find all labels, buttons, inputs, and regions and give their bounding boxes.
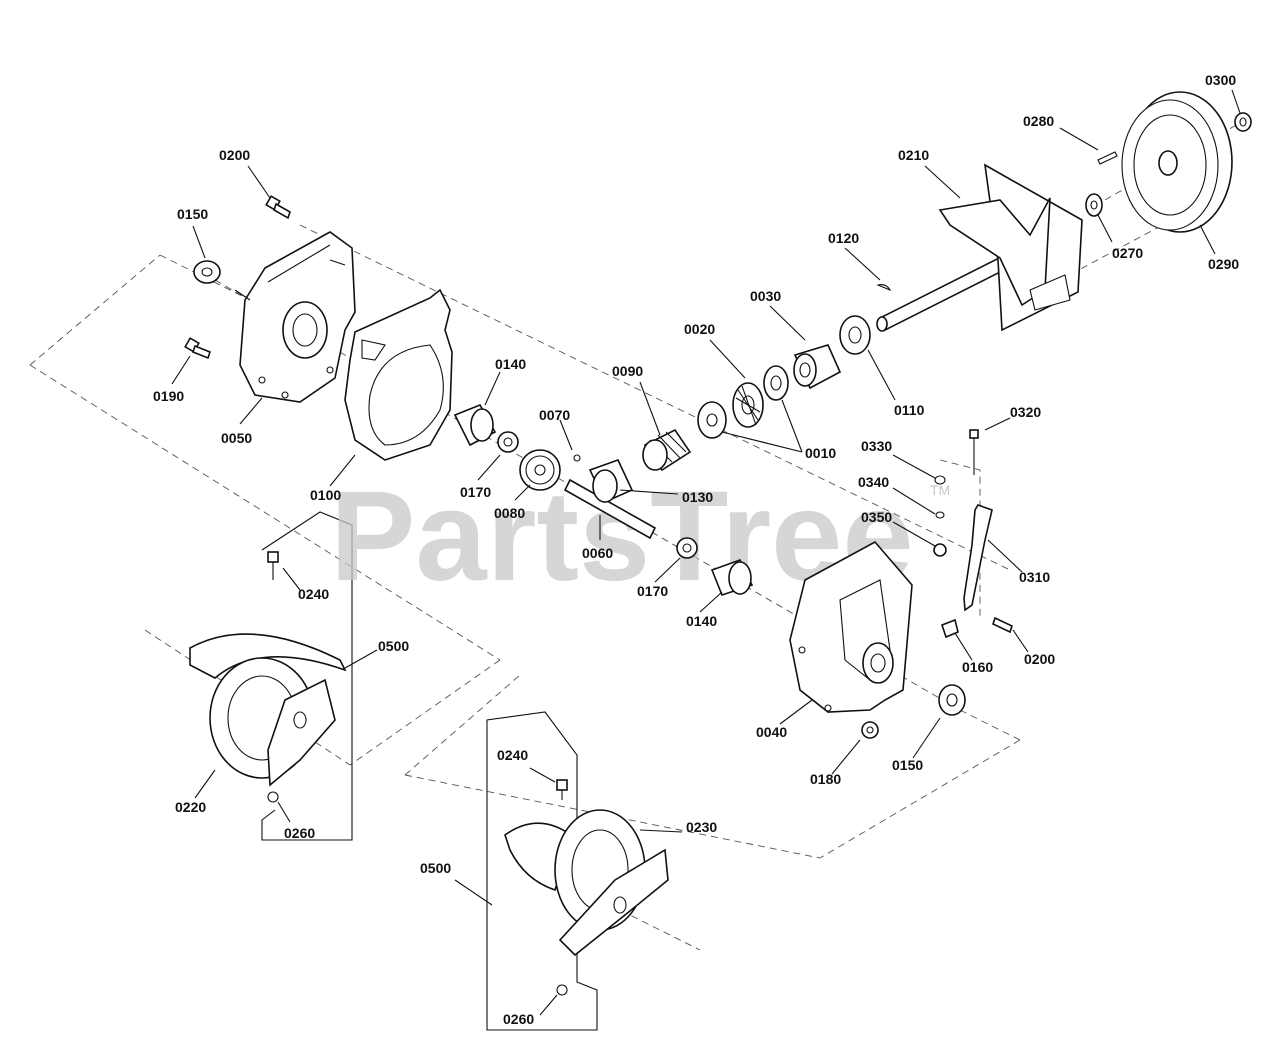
shear-bolt-left [267, 551, 279, 580]
auger-bracket-outlines [261, 511, 598, 1031]
grease-fitting [940, 618, 959, 639]
label-0050: 0050 [221, 430, 252, 446]
label-0220: 0220 [175, 799, 206, 815]
nut-0180 [861, 721, 879, 739]
support-bracket [963, 504, 993, 612]
label-0200-right: 0200 [1024, 651, 1055, 667]
washer-0270 [1085, 193, 1103, 217]
woodruff-key [573, 454, 581, 462]
shear-bolt-bottom [556, 779, 568, 800]
label-0240-left: 0240 [298, 586, 329, 602]
label-0120: 0120 [828, 230, 859, 246]
label-0020: 0020 [684, 321, 715, 337]
label-0320: 0320 [1010, 404, 1041, 420]
thrust-washer [697, 401, 727, 439]
bolt-0190 [184, 337, 211, 360]
bushing-top [453, 403, 497, 447]
label-0180: 0180 [810, 771, 841, 787]
bolt-right [992, 616, 1013, 634]
label-0070: 0070 [539, 407, 570, 423]
shear-nut-bottom [556, 984, 568, 996]
label-0010: 0010 [805, 445, 836, 461]
gear-housing-right [789, 540, 913, 713]
watermark-trademark: TM [930, 482, 950, 498]
key-0120 [876, 284, 892, 292]
washer-0110 [839, 315, 871, 355]
bearing-top [193, 260, 221, 284]
bearing-block [793, 344, 842, 390]
label-0170-top: 0170 [460, 484, 491, 500]
leader-lines [171, 89, 1241, 1016]
label-0150-top: 0150 [177, 206, 208, 222]
label-0260-bottom: 0260 [503, 1011, 534, 1027]
label-0150-bottom: 0150 [892, 757, 923, 773]
washer-bottom [676, 537, 698, 559]
worm [642, 428, 692, 472]
bearing-bottom [938, 684, 966, 716]
gasket [344, 288, 453, 461]
label-0340: 0340 [858, 474, 889, 490]
part-labels: 0300 0280 0210 0200 0150 0120 0270 0290 … [153, 72, 1239, 1027]
roll-pin [1097, 151, 1118, 165]
worm-gear [519, 449, 561, 491]
bolt-top [265, 195, 291, 220]
worm-bushing [588, 459, 634, 504]
label-0040: 0040 [756, 724, 787, 740]
label-0140-top: 0140 [495, 356, 526, 372]
label-0280: 0280 [1023, 113, 1054, 129]
label-0260-left: 0260 [284, 825, 315, 841]
auger-left [189, 633, 347, 787]
shear-nut-left [267, 791, 279, 803]
label-0100: 0100 [310, 487, 341, 503]
label-0060: 0060 [582, 545, 613, 561]
auger-shaft [563, 478, 657, 540]
label-0500-left: 0500 [378, 638, 409, 654]
label-0030: 0030 [750, 288, 781, 304]
impeller [876, 163, 1083, 332]
pulley-nut [1234, 112, 1252, 132]
bolt-0320 [969, 429, 979, 475]
washer-top [497, 431, 519, 453]
label-0350: 0350 [861, 509, 892, 525]
pulley [1121, 91, 1233, 233]
label-0090: 0090 [612, 363, 643, 379]
label-0160: 0160 [962, 659, 993, 675]
label-0140-bottom: 0140 [686, 613, 717, 629]
label-0080: 0080 [494, 505, 525, 521]
label-0110: 0110 [894, 402, 925, 418]
gear-housing-left [234, 231, 356, 403]
label-0170-bottom: 0170 [637, 583, 668, 599]
label-0200-top: 0200 [219, 147, 250, 163]
label-0270: 0270 [1112, 245, 1143, 261]
label-0290: 0290 [1208, 256, 1239, 272]
thrust-bearing [732, 382, 764, 428]
label-0300: 0300 [1205, 72, 1236, 88]
label-0190: 0190 [153, 388, 184, 404]
label-0240-bottom: 0240 [497, 747, 528, 763]
hardware-stack [933, 475, 947, 557]
bushing-bottom [710, 559, 754, 596]
label-0500-bottom: 0500 [420, 860, 451, 876]
label-0130: 0130 [682, 489, 713, 505]
label-0210: 0210 [898, 147, 929, 163]
auger-right [504, 809, 669, 957]
label-0230: 0230 [686, 819, 717, 835]
label-0310: 0310 [1019, 569, 1050, 585]
thrust-washer-2 [763, 365, 789, 401]
label-0330: 0330 [861, 438, 892, 454]
